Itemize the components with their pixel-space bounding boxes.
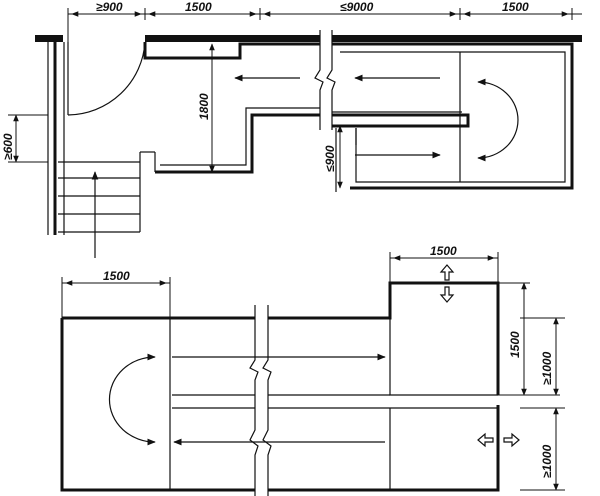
dim-bottom-1000-b: ≥1000 [540,444,554,478]
stair [58,151,156,258]
dim-bottom-span-2: 1500 [430,244,457,258]
bottom-outer-wall [62,281,500,395]
dim-top-door: ≥900 [96,0,123,14]
dim-top-corridor: ≤9000 [340,0,374,14]
dim-top-1800: 1800 [197,93,211,120]
bottom-plan: 1500 1500 1500 ≥1000 ≥1000 [60,244,565,496]
hollow-arrow-leftright [477,432,520,448]
upper-corridor-wall [143,42,320,60]
ground-line [35,35,582,42]
dim-bottom-1000-a: ≥1000 [540,351,554,385]
dim-top-span-1: 1500 [185,0,212,14]
bottom-break-line [249,305,259,496]
dim-bottom-1500-v: 1500 [508,331,522,358]
door-swing [67,41,146,116]
top-plan: ≥900 1500 ≤9000 1500 ≥600 1800 ≤900 [1,0,582,258]
landing-wall [155,113,320,174]
break-line [314,30,324,130]
dim-top-left: ≥600 [1,133,15,160]
dim-top-900: ≤900 [323,145,337,172]
dim-bottom-span-1: 1500 [103,269,130,283]
hollow-arrow-updown [439,264,455,303]
dim-top-span-2: 1500 [502,0,529,14]
